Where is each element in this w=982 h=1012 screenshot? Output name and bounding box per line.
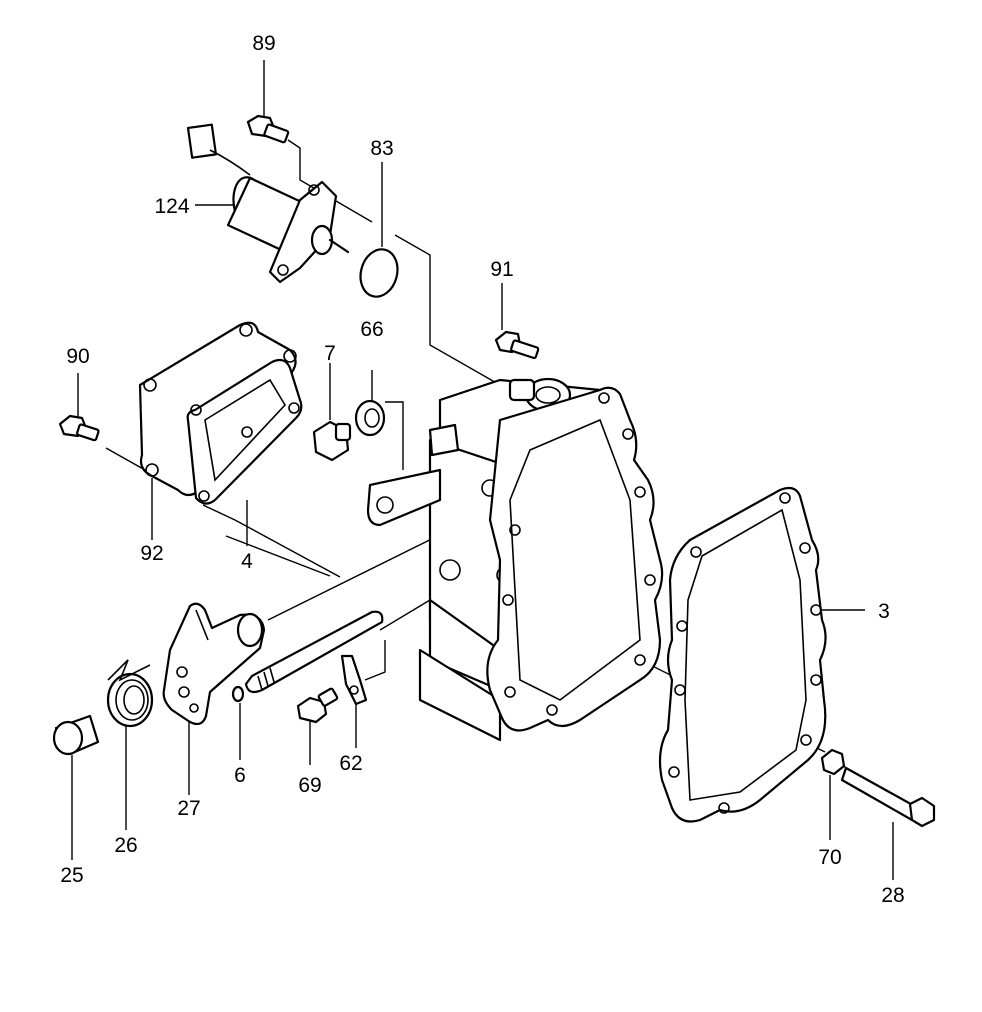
plug-25 [52, 714, 100, 756]
solenoid-124 [186, 123, 350, 284]
callout-89: 89 [252, 32, 275, 55]
gasket-4 [186, 358, 303, 505]
callout-labels: 89 83 124 91 90 7 66 92 4 3 27 6 69 62 2… [60, 32, 904, 907]
spring-26 [106, 659, 154, 728]
callout-4: 4 [241, 550, 253, 573]
callout-28: 28 [881, 884, 904, 907]
callout-3: 3 [878, 600, 890, 623]
plug-7 [312, 420, 352, 462]
callout-91: 91 [490, 258, 513, 281]
pin-6 [231, 685, 245, 703]
bolt-91 [494, 330, 540, 360]
clip-62 [340, 654, 368, 706]
callout-7: 7 [324, 342, 336, 365]
callout-62: 62 [339, 752, 362, 775]
callout-83: 83 [370, 137, 393, 160]
callout-27: 27 [177, 797, 200, 820]
bolt-89 [246, 114, 290, 144]
callout-70: 70 [818, 846, 841, 869]
gasket-3 [658, 486, 827, 823]
bolt-69 [296, 687, 339, 724]
callout-66: 66 [360, 318, 383, 341]
gear-housing [366, 377, 664, 742]
callout-25: 25 [60, 864, 83, 887]
oring-83 [359, 248, 399, 298]
callout-90: 90 [66, 345, 89, 368]
bolt-90 [58, 414, 100, 442]
callout-92: 92 [140, 542, 163, 565]
callout-6: 6 [234, 764, 246, 787]
nut-70 [820, 748, 846, 776]
callout-26: 26 [114, 834, 137, 857]
callout-124: 124 [154, 195, 189, 218]
lever-27 [162, 602, 266, 726]
callout-69: 69 [298, 774, 321, 797]
bolt-28 [840, 766, 936, 828]
shaft [244, 610, 384, 694]
washer-66 [354, 399, 386, 437]
